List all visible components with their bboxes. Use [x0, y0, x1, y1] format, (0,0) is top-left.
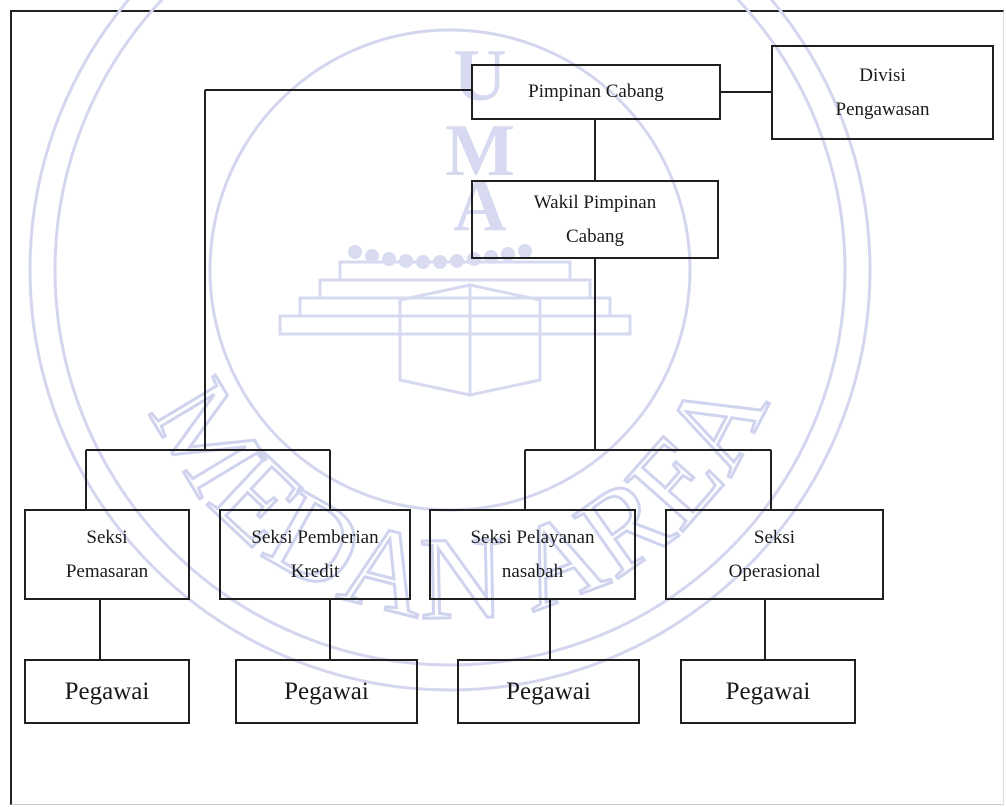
node-pegawai-4-label: Pegawai	[725, 677, 811, 705]
node-seksi-pelayanan-nasabah-line1: Seksi Pelayanan	[470, 526, 595, 548]
node-pegawai-4: Pegawai	[680, 659, 856, 724]
node-divisi-pengawasan-line1: Divisi	[859, 64, 906, 86]
node-seksi-operasional-line1: Seksi	[753, 526, 796, 548]
node-divisi-pengawasan: Divisi Pengawasan	[771, 45, 994, 140]
node-seksi-operasional: Seksi Operasional	[665, 509, 884, 600]
node-seksi-pelayanan-nasabah: Seksi Pelayanan nasabah	[429, 509, 636, 600]
node-pimpinan-cabang: Pimpinan Cabang	[471, 64, 721, 120]
node-seksi-pemasaran: Seksi Pemasaran	[24, 509, 190, 600]
node-seksi-pemberian-kredit: Seksi Pemberian Kredit	[219, 509, 411, 600]
node-divisi-pengawasan-line2: Pengawasan	[835, 98, 930, 120]
node-seksi-pemasaran-line1: Seksi	[86, 526, 128, 548]
node-pimpinan-cabang-label: Pimpinan Cabang	[528, 81, 664, 102]
node-wakil-pimpinan-line1: Wakil Pimpinan	[533, 191, 657, 213]
node-seksi-pemberian-kredit-line1: Seksi Pemberian	[251, 526, 379, 548]
node-pegawai-3-label: Pegawai	[506, 677, 591, 705]
node-wakil-pimpinan-line2: Cabang	[565, 225, 625, 247]
node-pegawai-1-label: Pegawai	[64, 677, 150, 705]
node-pegawai-2-label: Pegawai	[284, 677, 369, 705]
node-seksi-pemasaran-line2: Pemasaran	[65, 560, 149, 582]
node-pegawai-1: Pegawai	[24, 659, 190, 724]
node-seksi-operasional-line2: Operasional	[728, 560, 821, 582]
node-seksi-pelayanan-nasabah-line2: nasabah	[501, 560, 564, 582]
node-pegawai-2: Pegawai	[235, 659, 418, 724]
node-seksi-pemberian-kredit-line2: Kredit	[290, 560, 340, 582]
node-wakil-pimpinan-cabang: Wakil Pimpinan Cabang	[471, 180, 719, 259]
node-pegawai-3: Pegawai	[457, 659, 640, 724]
